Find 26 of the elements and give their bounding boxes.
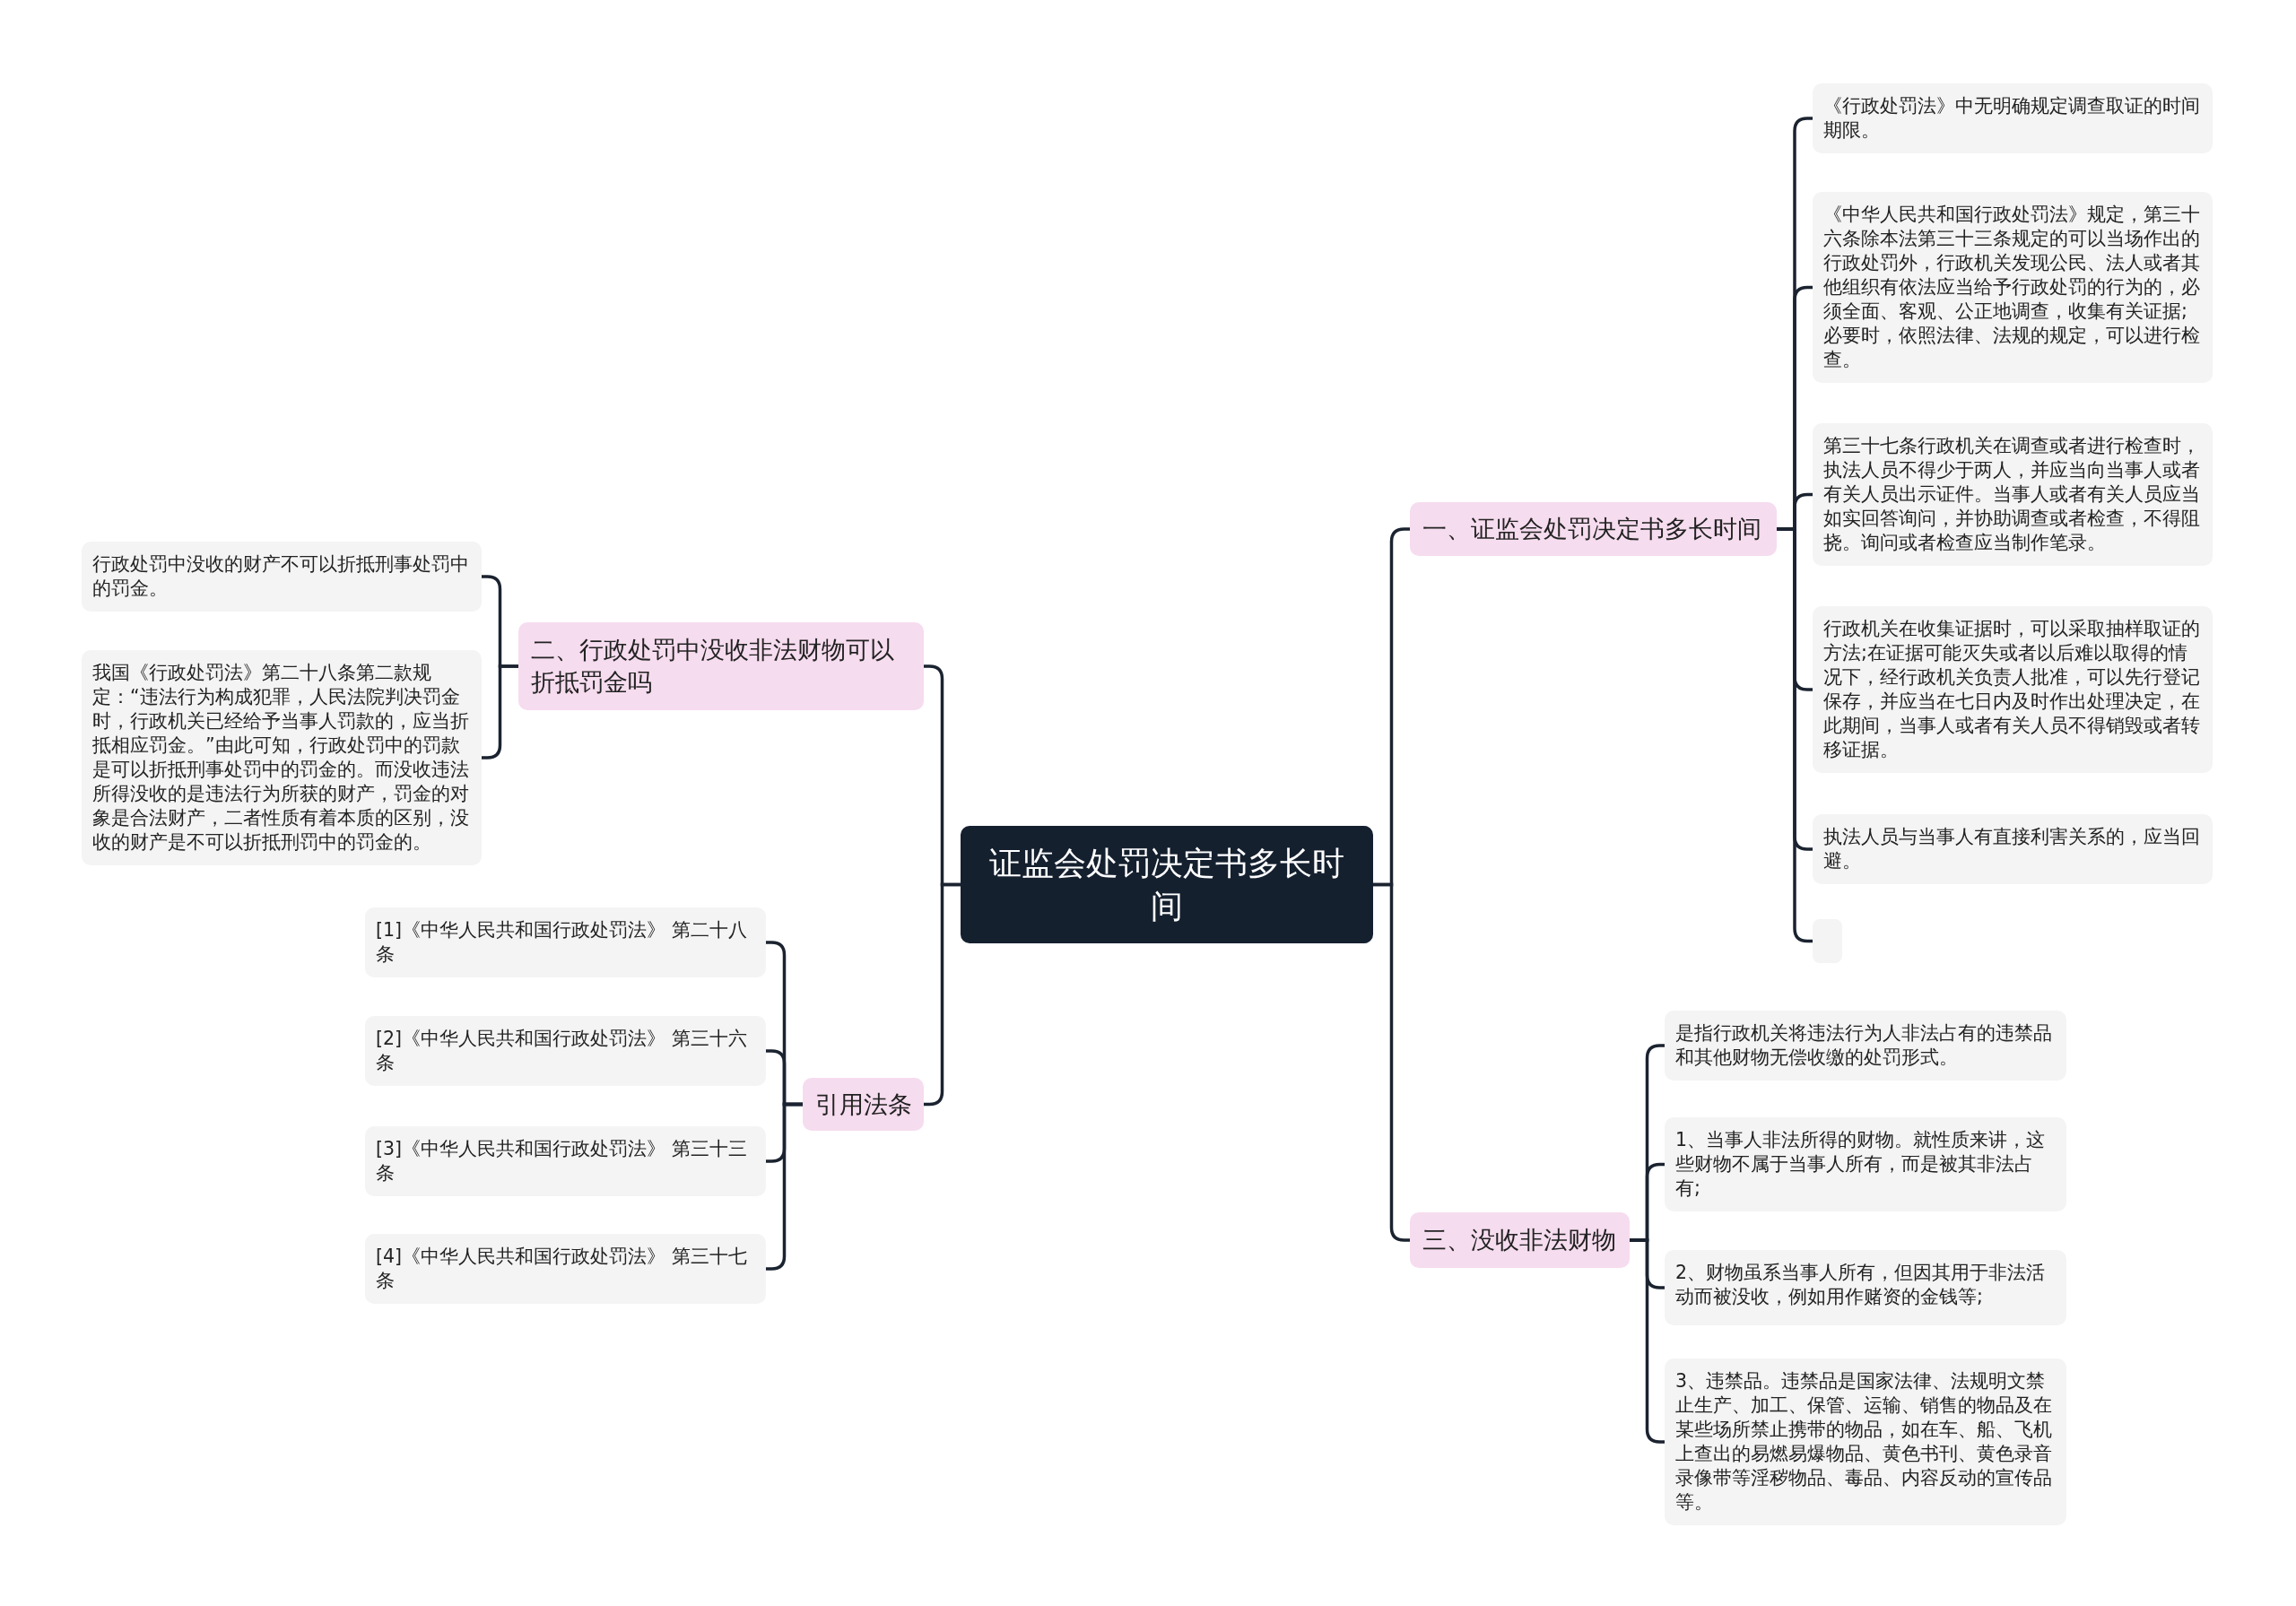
note-box: [3]《中华人民共和国行政处罚法》 第三十三条 <box>365 1126 766 1196</box>
note-box: 《行政处罚法》中无明确规定调查取证的时间期限。 <box>1813 83 2213 153</box>
note-box: 行政机关在收集证据时，可以采取抽样取证的方法;在证据可能灭失或者以后难以取得的情况下，经行政机关负责人批准，可以先行登记保存，并应当在七日内及时作出处理决定，在此期间，当事人或者有关人员不得销毁或者转移证据。 <box>1813 606 2213 773</box>
note-box: 第三十七条行政机关在调查或者进行检查时，执法人员不得少于两人，并应当向当事人或者有关人员出示证件。当事人或者有关人员应当如实回答询问，并协助调查或者检查，不得阻挠。询问或者检查应当制作笔录。 <box>1813 423 2213 566</box>
note-box: 1、当事人非法所得的财物。就性质来讲，这些财物不属于当事人所有，而是被其非法占有; <box>1665 1117 2066 1211</box>
note-box: 行政处罚中没收的财产不可以折抵刑事处罚中的罚金。 <box>82 542 482 612</box>
note-box: [1]《中华人民共和国行政处罚法》 第二十八条 <box>365 907 766 977</box>
branch-box: 一、证监会处罚决定书多长时间 <box>1410 502 1777 556</box>
topic-box: 证监会处罚决定书多长时间 <box>961 826 1373 943</box>
connector-line <box>766 1102 803 1271</box>
empty-box <box>1813 919 1842 963</box>
connector-line <box>1373 882 1410 1242</box>
note-box: 我国《行政处罚法》第二十八条第二款规定：“违法行为构成犯罪，人民法院判决罚金时，行政机关已经给予当事人罚款的，应当折抵相应罚金。”由此可知，行政处罚中的罚款是可以折抵刑事处罚中的罚金的。而没收违法所得没收的是违法行为所获的财产，罚金的对象是合法财产，二者性质有着本质的区别，没收的财产是不可以折抵刑罚中的罚金的。 <box>82 650 482 865</box>
connector-line <box>482 664 518 760</box>
note-box: 是指行政机关将违法行为人非法占有的违禁品和其他财物无偿收缴的处罚形式。 <box>1665 1011 2066 1081</box>
branch-box: 三、没收非法财物 <box>1410 1212 1630 1268</box>
note-box: 《中华人民共和国行政处罚法》规定，第三十六条除本法第三十三条规定的可以当场作出的行政处罚外，行政机关发现公民、法人或者其他组织有依法应当给予行政处罚的行为的，必须全面、客观、公正地调查，收集有关证据;必要时，依照法律、法规的规定，可以进行检查。 <box>1813 192 2213 383</box>
branch-box: 二、行政处罚中没收非法财物可以折抵罚金吗 <box>518 622 924 710</box>
branch-box: 引用法条 <box>803 1078 924 1131</box>
note-box: [2]《中华人民共和国行政处罚法》 第三十六条 <box>365 1016 766 1086</box>
note-box: 2、财物虽系当事人所有，但因其用于非法活动而被没收，例如用作赌资的金钱等; <box>1665 1250 2066 1325</box>
connector-line <box>924 882 961 1107</box>
note-box: [4]《中华人民共和国行政处罚法》 第三十七条 <box>365 1234 766 1304</box>
note-box: 3、违禁品。违禁品是国家法律、法规明文禁止生产、加工、保管、运输、销售的物品及在某些场所禁止携带的物品，如在车、船、飞机上查出的易燃易爆物品、黄色书刊、黄色录音录像带等淫秽物品、毒品、内容反动的宣传品等。 <box>1665 1359 2066 1525</box>
connector-line <box>1777 527 1813 943</box>
note-box: 执法人员与当事人有直接利害关系的，应当回避。 <box>1813 814 2213 884</box>
